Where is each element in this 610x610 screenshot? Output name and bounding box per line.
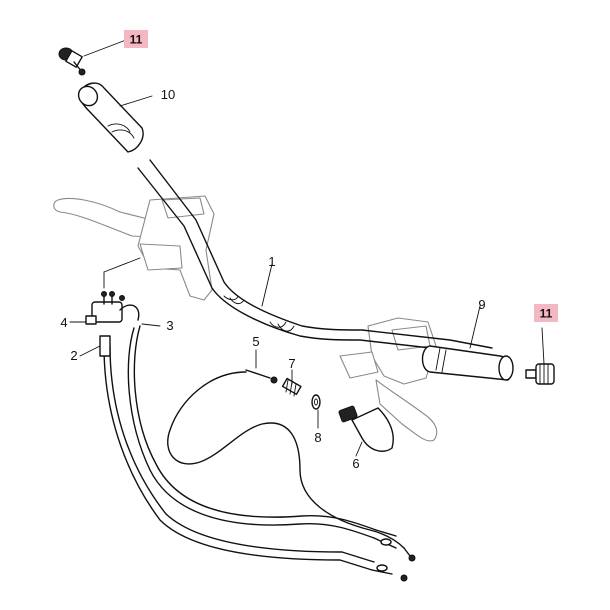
callout-7: 7 [288, 356, 295, 371]
leader-lines [69, 39, 545, 457]
callout-4: 4 [60, 315, 67, 330]
cable-5 [167, 369, 416, 562]
handlebar [137, 159, 493, 359]
callout-label: 11 [130, 33, 143, 47]
right-grip [421, 345, 514, 381]
callout-label: 11 [540, 307, 553, 321]
throttle-housing [338, 405, 394, 452]
left-grip [77, 82, 144, 153]
callout-11-left: 11 [124, 30, 148, 48]
throttle-cables [99, 325, 408, 582]
callout-10: 10 [161, 87, 175, 102]
callout-9: 9 [478, 297, 485, 312]
callout-8: 8 [314, 430, 321, 445]
callout-2: 2 [70, 348, 77, 363]
callout-1: 1 [268, 254, 275, 269]
callout-3: 3 [166, 318, 173, 333]
highlight-box [124, 30, 148, 48]
adjuster-nut [311, 394, 321, 410]
highlight-box [534, 304, 558, 322]
right-grip-end [525, 363, 555, 385]
callout-5: 5 [252, 334, 259, 349]
ghost-right-lever-assembly [339, 317, 438, 442]
ghost-left-lever-assembly [53, 195, 215, 301]
callout-6: 6 [352, 456, 359, 471]
left-grip-end [58, 47, 86, 76]
callout-11-right: 11 [534, 304, 558, 322]
cable-holder [85, 291, 140, 325]
